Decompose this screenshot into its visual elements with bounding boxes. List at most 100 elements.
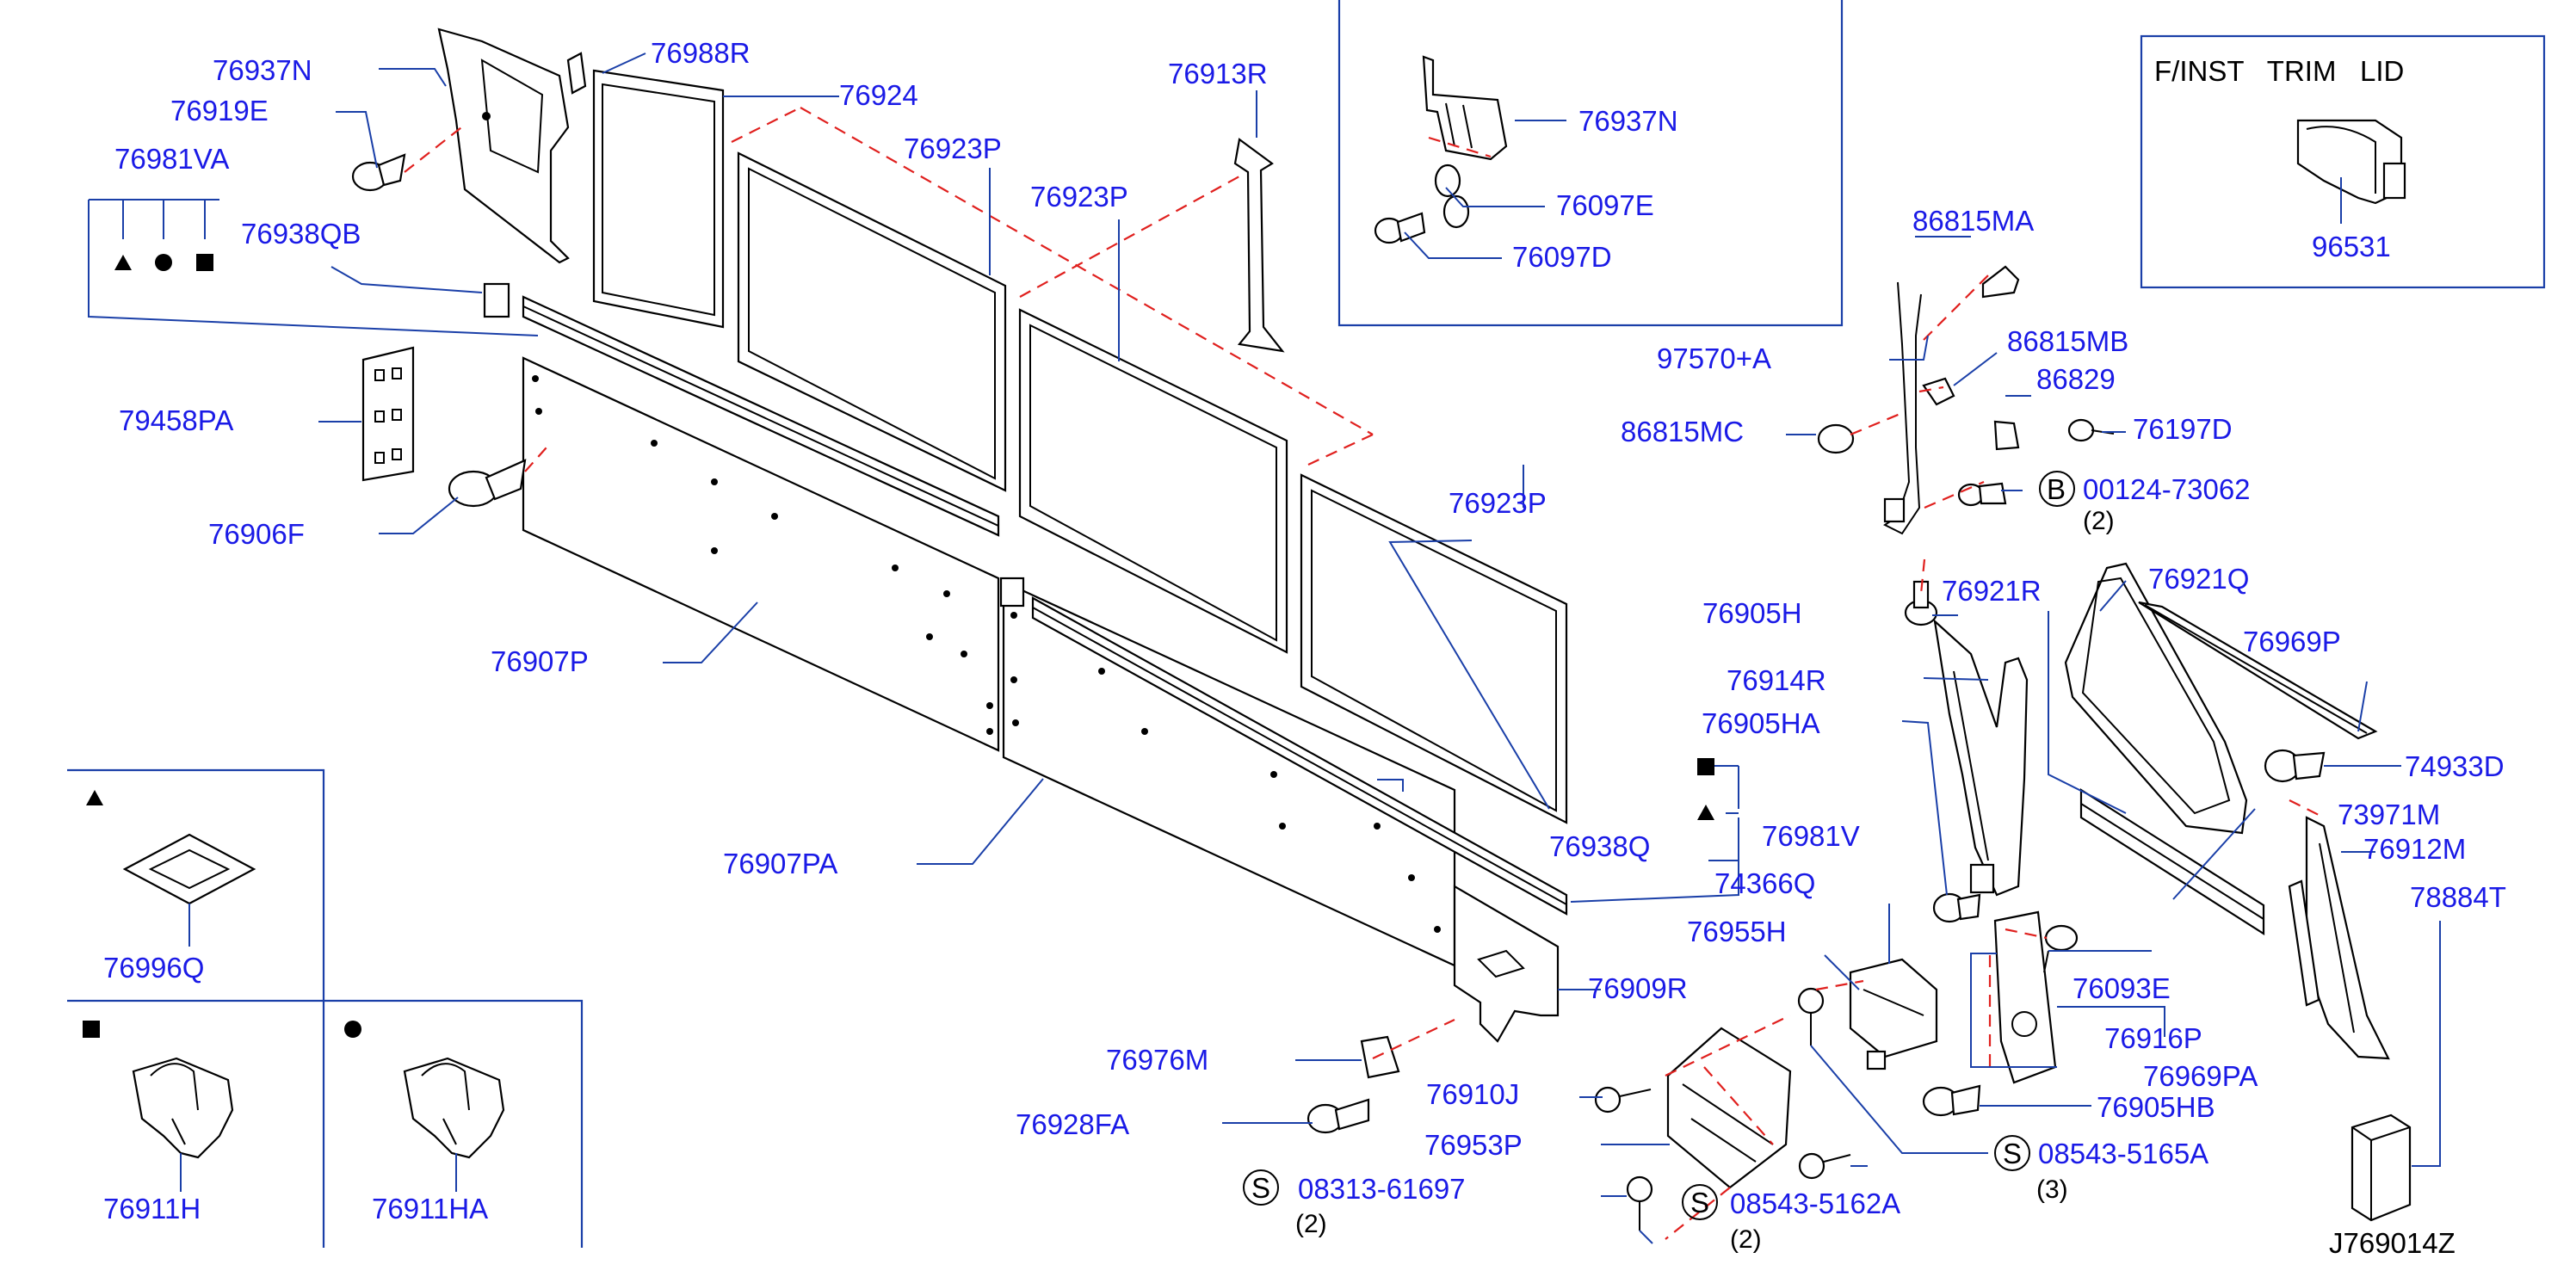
- label-76928FA: 76928FA: [1016, 1108, 1129, 1140]
- triangle-icon: [86, 790, 103, 805]
- label-96531: 96531: [2312, 231, 2391, 262]
- triangle-icon: [1697, 805, 1714, 820]
- square-icon: [196, 254, 213, 271]
- harness-97570A: [1883, 281, 1922, 535]
- bolt-mark-b: B: [2047, 473, 2066, 505]
- detail-box-top-center: [1337, 0, 1844, 327]
- label-00124-73062: 00124-73062: [2083, 473, 2251, 505]
- legend-box-bottom-left: [67, 768, 584, 1248]
- label-76937N-detail: 76937N: [1578, 105, 1678, 137]
- end-panel-76909R: [1453, 885, 1560, 1043]
- clip-86815MA: [1981, 265, 2020, 299]
- lid-96531: [2296, 119, 2406, 205]
- label-76981VA: 76981VA: [114, 143, 229, 175]
- window-frame-76921Q: [2064, 562, 2248, 835]
- screw-mark-s: S: [1251, 1172, 1270, 1204]
- qty-08543-5165A: (3): [2036, 1175, 2068, 1204]
- label-76938QB: 76938QB: [241, 218, 361, 250]
- clip-76906F: [448, 459, 527, 508]
- clip-86815MB: [1922, 377, 1955, 406]
- clip-76905HB: [1922, 1084, 1981, 1117]
- label-76911HA: 76911HA: [372, 1193, 488, 1225]
- clip-76919E: [351, 153, 406, 192]
- label-76197D: 76197D: [2133, 413, 2233, 445]
- label-76969PA: 76969PA: [2143, 1060, 2258, 1092]
- label-76916P: 76916P: [2104, 1022, 2202, 1054]
- label-76905HB: 76905HB: [2097, 1091, 2215, 1123]
- label-76955H: 76955H: [1687, 916, 1787, 947]
- label-74366Q: 74366Q: [1714, 867, 1815, 899]
- label-76913R: 76913R: [1168, 58, 1268, 89]
- label-76909R: 76909R: [1588, 972, 1688, 1004]
- label-76919E: 76919E: [170, 95, 269, 126]
- rail-strip-76938QB: [522, 295, 1000, 537]
- label-76937N: 76937N: [213, 54, 312, 86]
- screw-mark-s: S: [2003, 1138, 2022, 1169]
- label-74933D: 74933D: [2405, 750, 2505, 782]
- screw-76197D: [2067, 418, 2115, 442]
- rail-strip-76938Q: [1031, 596, 1568, 916]
- bracket-76955H: [1849, 958, 1938, 1070]
- label-08543-5165A: 08543-5165A: [2038, 1138, 2208, 1169]
- pad-76976M: [1360, 1035, 1400, 1079]
- label-76938Q: 76938Q: [1549, 830, 1650, 862]
- triangle-icon: [114, 255, 132, 270]
- bracket-76988R: [566, 52, 587, 95]
- label-86829: 86829: [2036, 363, 2116, 395]
- label-76953P: 76953P: [1424, 1129, 1523, 1161]
- square-icon: [83, 1021, 100, 1038]
- label-86815MC: 86815MC: [1621, 416, 1744, 447]
- screw-08313: [1626, 1175, 1653, 1231]
- clip-74933D: [2264, 749, 2326, 783]
- seal-76996Q: [122, 833, 256, 905]
- hinge-79458PA: [361, 346, 415, 482]
- label-78884T: 78884T: [2410, 881, 2506, 913]
- qty-08543-5162A: (2): [1730, 1225, 1762, 1254]
- circle-icon: [344, 1021, 361, 1038]
- bolt-00124: [1957, 482, 2007, 507]
- label-76976M: 76976M: [1106, 1044, 1208, 1076]
- square-icon: [1697, 758, 1714, 775]
- screw-76910J: [1594, 1086, 1652, 1114]
- clip-86829: [1993, 420, 2020, 451]
- label-76923P-1: 76923P: [904, 133, 1002, 164]
- label-76097D: 76097D: [1512, 241, 1612, 273]
- part-labels: 76937N 76919E 76981VA 76938QB 79458PA 76…: [103, 37, 2506, 1259]
- diagram-code: J769014Z: [2329, 1227, 2456, 1259]
- screw-08543-5165A: [1797, 987, 1825, 1046]
- strip-76969P: [2138, 601, 2378, 740]
- leader-lines: [88, 52, 2441, 1244]
- screw-mark-s: S: [1690, 1187, 1709, 1218]
- label-76093E: 76093E: [2073, 972, 2171, 1004]
- label-76912M: 76912M: [2363, 833, 2466, 865]
- clip-76928FA: [1307, 1098, 1370, 1134]
- divider-76913R: [1233, 138, 1285, 353]
- label-76905HA: 76905HA: [1702, 707, 1820, 739]
- strip-76969PA: [2288, 879, 2320, 1007]
- label-76923P-2: 76923P: [1030, 181, 1128, 213]
- label-76924: 76924: [839, 79, 918, 111]
- bracket-76916P: [1993, 910, 2057, 1084]
- screw-08543-5162A: [1798, 1152, 1851, 1180]
- block-78884T: [2351, 1114, 2412, 1222]
- trim-panel-76937N: [437, 28, 570, 264]
- label-76981V: 76981V: [1762, 820, 1860, 852]
- label-97570A: 97570+A: [1657, 342, 1771, 374]
- label-76911H: 76911H: [103, 1193, 201, 1225]
- label-73971M: 73971M: [2338, 799, 2440, 830]
- clip-76911H: [132, 1057, 234, 1159]
- clip-76938QB: [483, 282, 1025, 608]
- clip-76905H: [1904, 580, 1938, 626]
- label-76907P: 76907P: [491, 645, 589, 677]
- window-frame-76924: [592, 69, 725, 329]
- clip-76905HA: [1932, 892, 1981, 923]
- label-08313-61697: 08313-61697: [1298, 1173, 1466, 1205]
- label-76906F: 76906F: [208, 518, 305, 550]
- clip-76093E: [2043, 924, 2079, 973]
- circle-icon: [155, 254, 172, 271]
- inset-box-trim-lid: [2140, 34, 2546, 289]
- screw-markers: B S S S: [1243, 471, 2075, 1220]
- window-frame-76923P-3: [1300, 473, 1568, 824]
- label-76914R: 76914R: [1727, 664, 1826, 696]
- washer-76097E: [1434, 163, 1470, 229]
